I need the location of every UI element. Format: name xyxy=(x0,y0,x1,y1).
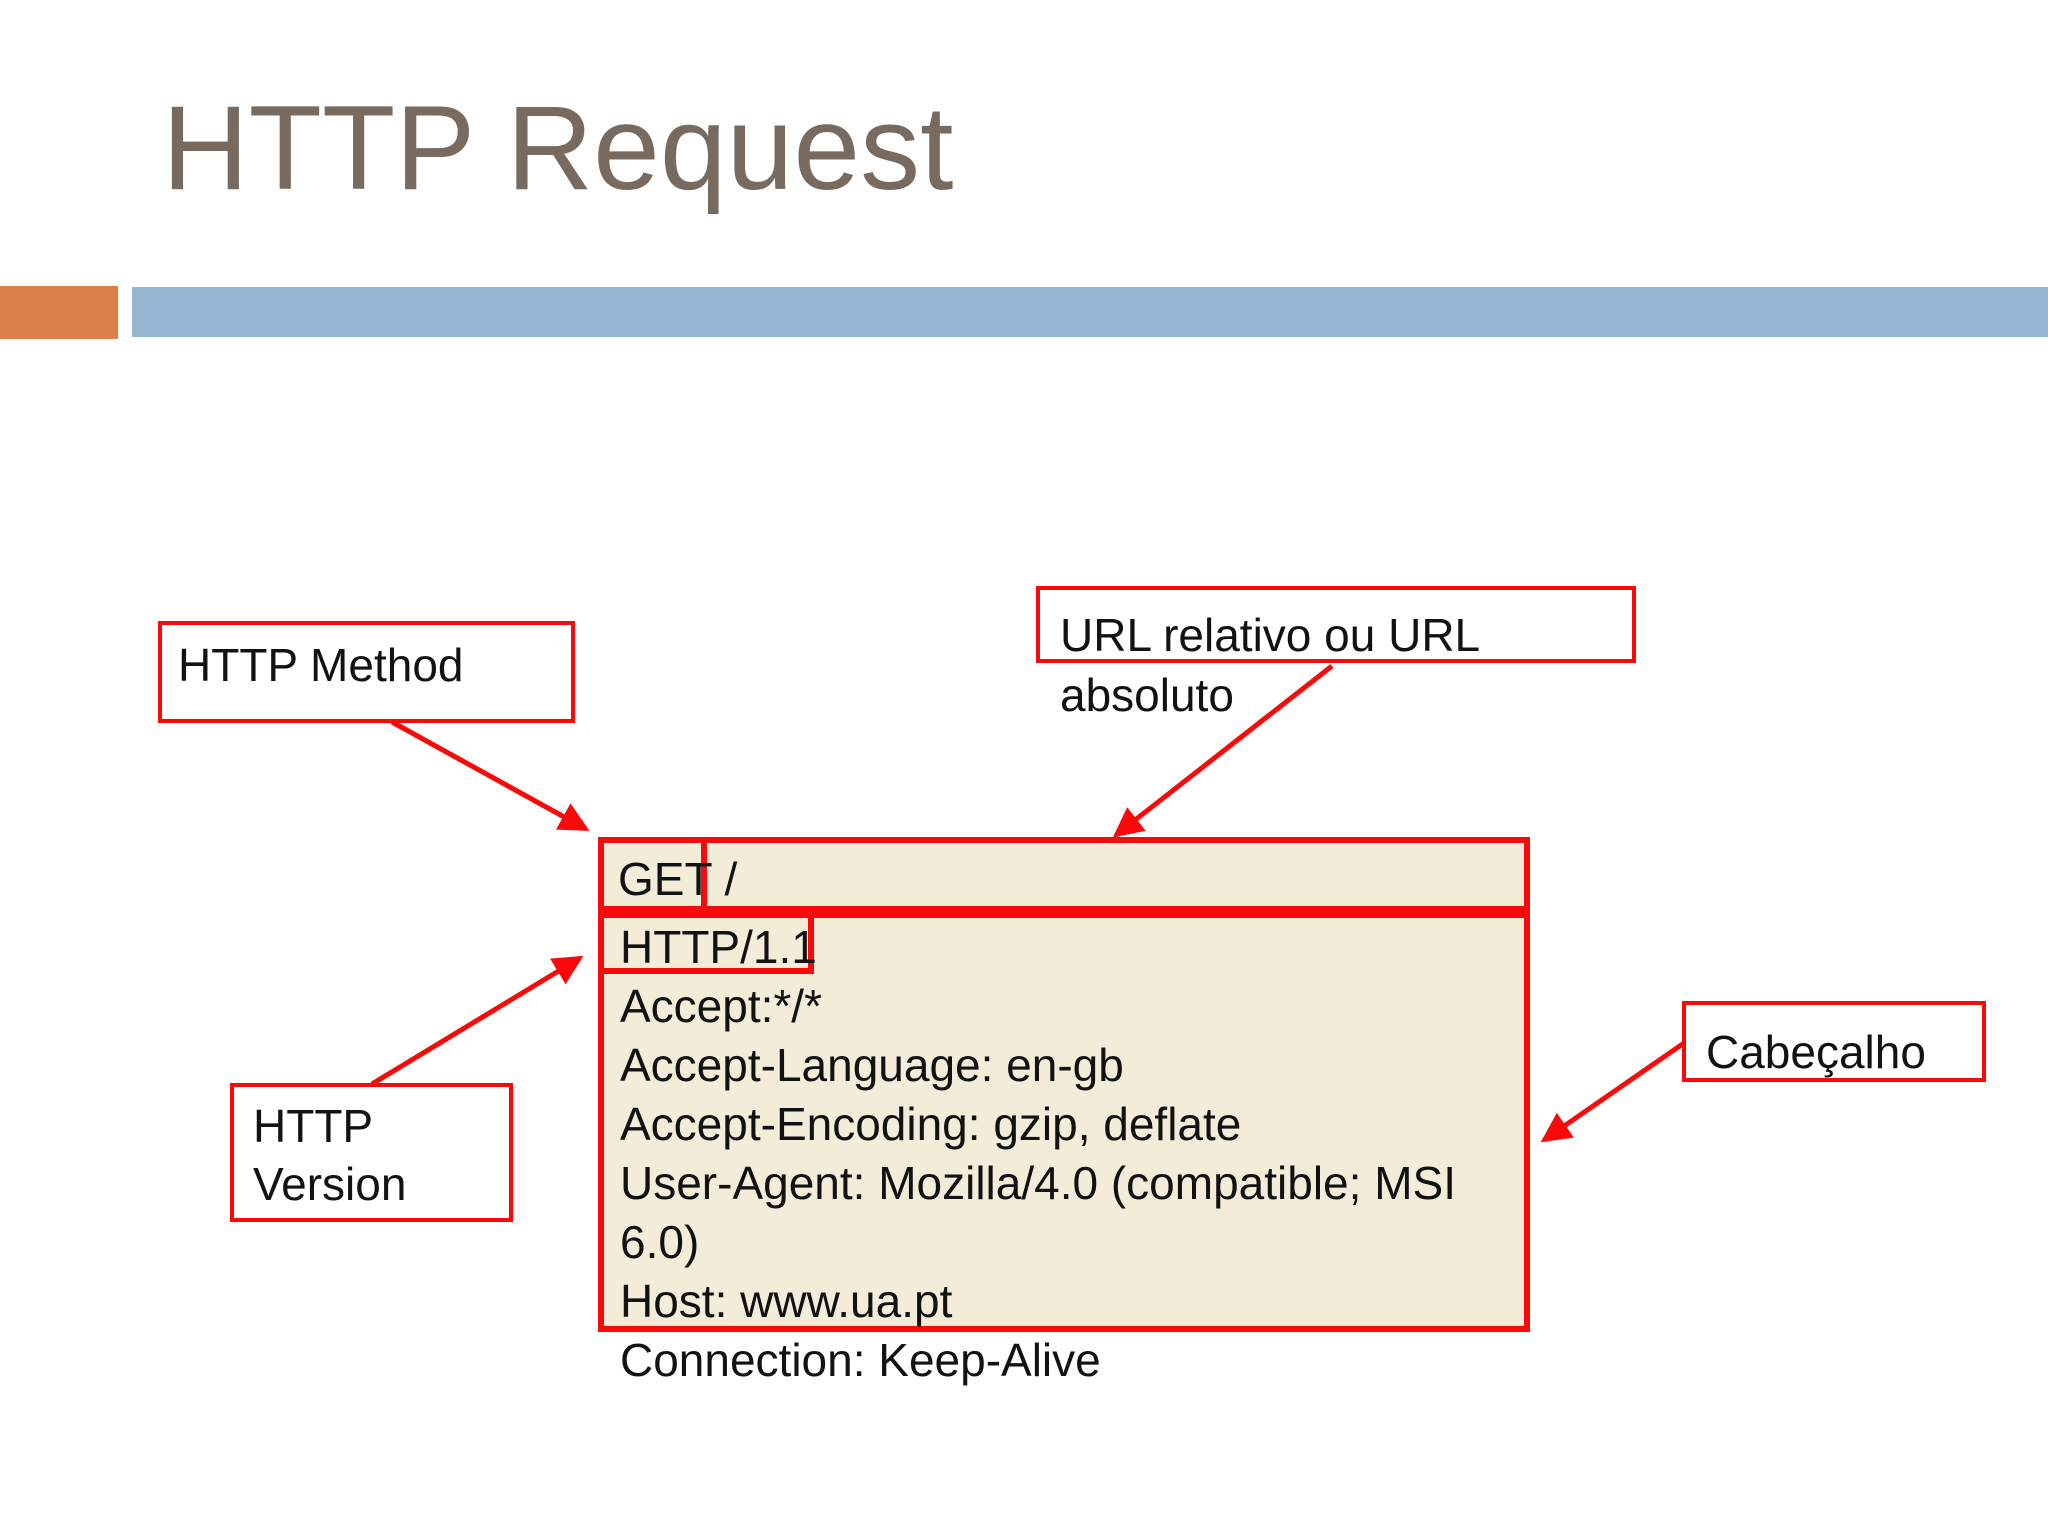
request-header-lines: HTTP/1.1 Accept:*/* Accept-Language: en-… xyxy=(620,918,1520,1390)
header-line: HTTP/1.1 xyxy=(620,921,817,973)
accent-bar-orange xyxy=(0,286,118,339)
version-highlight-box xyxy=(598,912,814,974)
header-line: 6.0) xyxy=(620,1216,700,1268)
header-line: Connection: Keep-Alive xyxy=(620,1334,1101,1386)
label-url-relativo-absoluto: URL relativo ou URL absoluto xyxy=(1036,586,1636,721)
request-headers-box xyxy=(598,912,1530,1332)
header-line: Host: www.ua.pt xyxy=(620,1275,953,1327)
method-highlight-box xyxy=(598,837,707,912)
request-line-box xyxy=(598,837,1530,912)
request-line-text: GET / xyxy=(618,853,738,905)
header-line: Accept-Encoding: gzip, deflate xyxy=(620,1098,1242,1150)
arrow-http-version xyxy=(370,955,584,1087)
arrow-cabecalho xyxy=(1540,1040,1686,1143)
arrow-http-method xyxy=(390,719,590,832)
label-http-version: HTTP Version xyxy=(230,1083,513,1222)
header-line: Accept:*/* xyxy=(620,980,822,1032)
label-http-method: HTTP Method xyxy=(158,621,575,723)
header-line: Accept-Language: en-gb xyxy=(620,1039,1124,1091)
accent-bar-blue xyxy=(132,287,2048,337)
label-cabecalho: Cabeçalho xyxy=(1682,1001,1986,1082)
slide-title: HTTP Request xyxy=(162,81,954,215)
header-line: User-Agent: Mozilla/4.0 (compatible; MSI xyxy=(620,1157,1456,1209)
